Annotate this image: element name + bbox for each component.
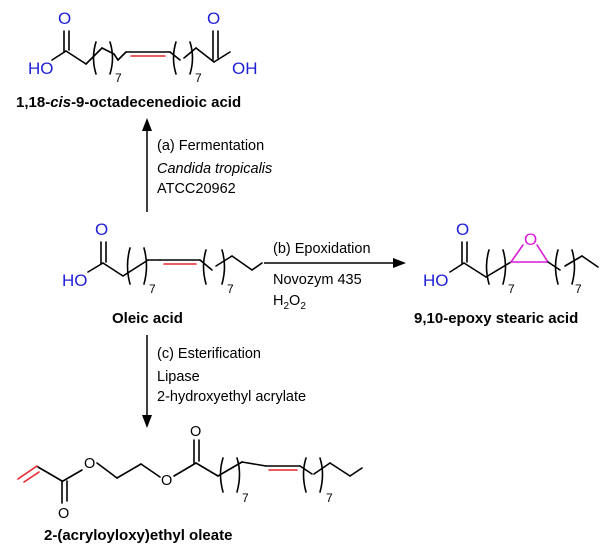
reaction-c-label: (c) Esterification [157, 346, 261, 362]
epoxy-ho: HO [423, 271, 449, 290]
oleic-sub-2: 7 [227, 282, 234, 296]
arrow-b [264, 258, 406, 268]
ester-sub-2: 7 [326, 491, 333, 505]
epoxy-stearic-acid-structure: O HO 7 O 7 9,10-epoxy stearic acid [414, 220, 599, 327]
oleic-sub-1: 7 [149, 282, 156, 296]
dioic-o-right: O [207, 9, 220, 28]
dioic-sub-2: 7 [195, 71, 202, 85]
epoxy-sub-2: 7 [575, 282, 582, 296]
dioic-acid-name: 1,18-cis-9-octadecenedioic acid [16, 94, 241, 111]
ester-o-carbonyl-1: O [58, 506, 69, 522]
reaction-a-label: (a) Fermentation [157, 138, 264, 154]
epoxy-stearic-acid-name: 9,10-epoxy stearic acid [414, 310, 578, 327]
acryloyloxy-ethyl-oleate-name: 2-(acryloyloxy)ethyl oleate [44, 527, 232, 544]
ester-sub-1: 7 [242, 491, 249, 505]
reaction-b-oxidant: H2O2 [273, 293, 306, 312]
reaction-c-catalyst: Lipase [157, 369, 200, 385]
dioic-ho-left: HO [28, 59, 54, 78]
reaction-c-reagent: 2-hydroxyethyl acrylate [157, 389, 306, 405]
reaction-a-organism: Candida tropicalis [157, 161, 272, 177]
oleic-ho: HO [62, 271, 88, 290]
dioic-sub-1: 7 [115, 71, 122, 85]
reaction-b-catalyst: Novozym 435 [273, 272, 362, 288]
dioic-acid-structure: O HO 7 7 O OH 1,18-cis-9-octadecenedioic… [16, 9, 258, 111]
dioic-o-left: O [58, 9, 71, 28]
epoxide-o: O [524, 230, 537, 249]
oleic-acid-name: Oleic acid [112, 310, 183, 327]
epoxy-sub-1: 7 [508, 282, 515, 296]
ester-o-ether-1: O [84, 456, 95, 472]
dioic-oh-right: OH [232, 59, 258, 78]
acryloyloxy-ethyl-oleate-structure: O O O O 7 7 2-(acryloyloxy)ethyl oleate [17, 424, 363, 544]
ester-o-ether-2: O [161, 473, 172, 489]
arrow-c [142, 335, 152, 428]
epoxy-o: O [456, 220, 469, 239]
oleic-acid-structure: O HO 7 7 Oleic acid [62, 220, 263, 327]
reaction-b-label: (b) Epoxidation [273, 241, 371, 257]
reaction-a-strain: ATCC20962 [157, 181, 236, 197]
oleic-o: O [95, 220, 108, 239]
ester-o-carbonyl-2: O [190, 424, 201, 440]
arrow-a [142, 118, 152, 212]
